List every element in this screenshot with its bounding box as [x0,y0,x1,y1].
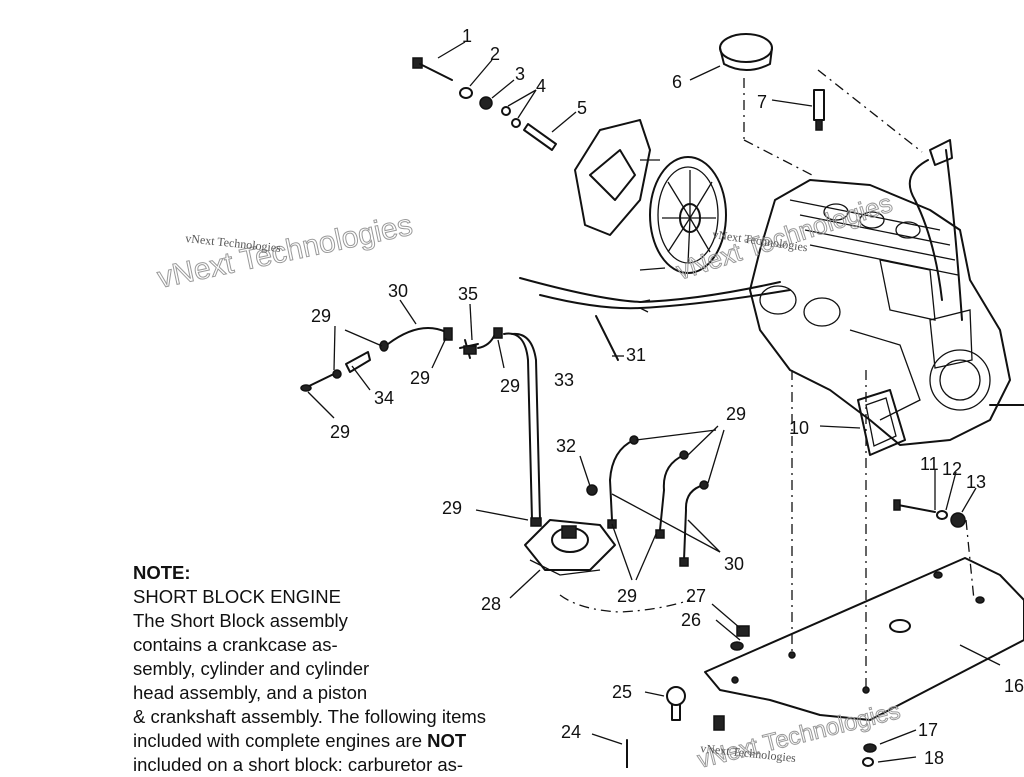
callout-16: 16 [1004,676,1024,696]
callout-26: 26 [681,610,701,630]
note-title: NOTE: [133,562,191,583]
callout-34: 34 [374,388,394,408]
callout-7: 7 [757,92,767,112]
callout-6: 6 [672,72,682,92]
note-line-5: head assembly, and a piston [133,682,368,703]
note-line-7: included with complete engines are NOT [133,729,553,753]
lower-hardware [626,739,877,768]
callout-12: 12 [942,459,962,479]
note-line-8: included on a short block: carburetor as… [133,754,464,775]
callout-31: 31 [626,345,646,365]
callout-29-c: 29 [500,376,520,396]
plug-wire-part [908,139,963,321]
reference-lines [743,69,975,690]
callout-labels: 1 2 3 4 5 6 7 10 11 12 13 16 17 18 24 25… [311,26,1024,768]
callout-29-a: 29 [311,306,331,326]
note-line-7-text: included with complete engines are [133,730,428,751]
spark-plug-part [813,89,825,131]
callout-30-b: 30 [724,554,744,574]
cap-part [719,33,773,71]
watermark-text-1: vNext Technologies [155,209,416,295]
pin-part [595,315,619,361]
callout-29-e: 29 [442,498,462,518]
gauge-part [666,686,725,731]
callout-17: 17 [918,720,938,740]
callout-28: 28 [481,594,501,614]
callout-33: 33 [554,370,574,390]
callout-35: 35 [458,284,478,304]
note-line-4: sembly, cylinder and cylinder [133,658,370,679]
callout-4: 4 [536,76,546,96]
callout-18: 18 [924,748,944,768]
clutch-assembly [574,119,727,274]
note-line-6: & crankshaft assembly. The following ite… [133,706,487,727]
callout-10: 10 [789,418,809,438]
callout-25: 25 [612,682,632,702]
callout-24: 24 [561,722,581,742]
callout-29-b: 29 [410,368,430,388]
throttle-cables [519,277,791,313]
fuel-line-left [300,327,503,392]
callout-29-f: 29 [617,586,637,606]
note-line-2: The Short Block assembly [133,610,348,631]
callout-29-d: 29 [330,422,350,442]
engine-assembly [749,179,1024,446]
fuel-line-right [503,332,542,527]
bolt-part [412,57,453,81]
leader-lines [307,41,1001,763]
spacer-part [523,123,557,151]
nut-part [479,96,493,110]
washer-part [459,87,473,99]
callout-32: 32 [556,436,576,456]
callout-1: 1 [462,26,472,46]
callout-5: 5 [577,98,587,118]
note-line-1: SHORT BLOCK ENGINE [133,586,342,607]
callout-29-g: 29 [726,404,746,424]
note-emphasis-not: NOT [427,730,467,751]
short-block-note: NOTE: SHORT BLOCK ENGINE The Short Block… [133,561,553,777]
callout-13: 13 [966,472,986,492]
engine-plate-part [704,557,1024,721]
exhaust-flange-part [857,389,906,456]
callout-3: 3 [515,64,525,84]
callout-2: 2 [490,44,500,64]
plate-fasteners [730,625,750,651]
callout-27: 27 [686,586,706,606]
fuel-pump-part [524,519,616,576]
callout-11: 11 [920,454,939,474]
mount-hardware [893,499,966,528]
o-ring-parts [501,106,521,128]
note-line-3: contains a crankcase as- [133,634,338,655]
callout-30-a: 30 [388,281,408,301]
